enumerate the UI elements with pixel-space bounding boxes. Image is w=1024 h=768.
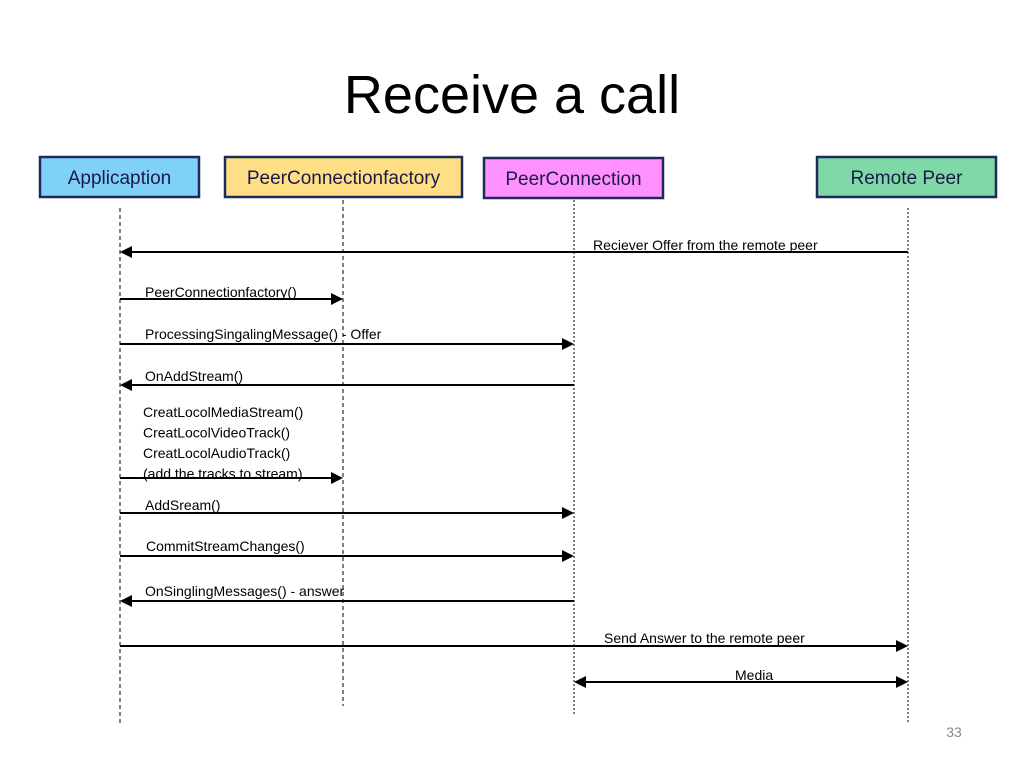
participant-pc: PeerConnection xyxy=(482,156,665,200)
participant-label-remote: Remote Peer xyxy=(851,168,964,189)
arrowhead-icon xyxy=(120,379,132,391)
message: AddSream() xyxy=(120,497,574,519)
messages: Reciever Offer from the remote peerPeerC… xyxy=(120,237,908,688)
page-number: 33 xyxy=(946,724,962,740)
message-label: OnAddStream() xyxy=(145,368,243,384)
arrowhead-icon xyxy=(120,246,132,258)
arrowhead-icon xyxy=(896,640,908,652)
message-label: CreatLocolMediaStream() xyxy=(143,404,303,420)
message: Media xyxy=(574,667,908,688)
arrowhead-icon xyxy=(331,293,343,305)
arrowhead-icon xyxy=(562,338,574,350)
arrowhead-icon xyxy=(120,595,132,607)
participant-box-app xyxy=(38,155,201,199)
message: CreatLocolMediaStream() CreatLocolVideoTr… xyxy=(120,404,343,484)
message-label: CommitStreamChanges() xyxy=(146,538,305,554)
participant-box-pc xyxy=(482,156,665,200)
lifelines xyxy=(119,200,909,724)
message-label: Reciever Offer from the remote peer xyxy=(593,237,818,253)
message-label: Media xyxy=(735,667,773,683)
message: OnSinglingMessages() - answer xyxy=(120,583,574,607)
message-label: AddSream() xyxy=(145,497,220,513)
participant-label-factory: PeerConnectionfactory xyxy=(247,168,441,189)
message-label: PeerConnectionfactory() xyxy=(145,284,297,300)
message-label: Send Answer to the remote peer xyxy=(604,630,805,646)
message: Reciever Offer from the remote peer xyxy=(120,237,908,258)
message-label: CreatLocolAudioTrack() xyxy=(143,445,290,461)
participant-boxes: Applicaption PeerConnectionfactory PeerCon… xyxy=(38,155,998,200)
message-label: (add the tracks to stream) xyxy=(143,466,303,482)
message: OnAddStream() xyxy=(120,368,574,391)
slide-title: Receive a call xyxy=(343,65,681,125)
participant-label-app: Applicaption xyxy=(68,168,172,189)
participant-factory: PeerConnectionfactory xyxy=(223,155,464,199)
message-label: CreatLocolVideoTrack() xyxy=(143,425,290,441)
message: CommitStreamChanges() xyxy=(120,538,574,562)
participant-remote: Remote Peer xyxy=(815,155,998,199)
participant-box-remote xyxy=(815,155,998,199)
message-label: OnSinglingMessages() - answer xyxy=(145,583,345,599)
message-label: ProcessingSingalingMessage() - Offer xyxy=(145,326,382,342)
participant-box-factory xyxy=(223,155,464,199)
message: ProcessingSingalingMessage() - Offer xyxy=(120,326,574,350)
arrowhead-icon xyxy=(331,472,343,484)
participant-app: Applicaption xyxy=(38,155,201,199)
message: Send Answer to the remote peer xyxy=(120,630,908,652)
arrowhead-icon xyxy=(574,676,586,688)
arrowhead-icon xyxy=(562,507,574,519)
arrowhead-icon xyxy=(896,676,908,688)
arrowhead-icon xyxy=(562,550,574,562)
participant-label-pc: PeerConnection xyxy=(505,169,641,190)
message: PeerConnectionfactory() xyxy=(120,284,343,305)
